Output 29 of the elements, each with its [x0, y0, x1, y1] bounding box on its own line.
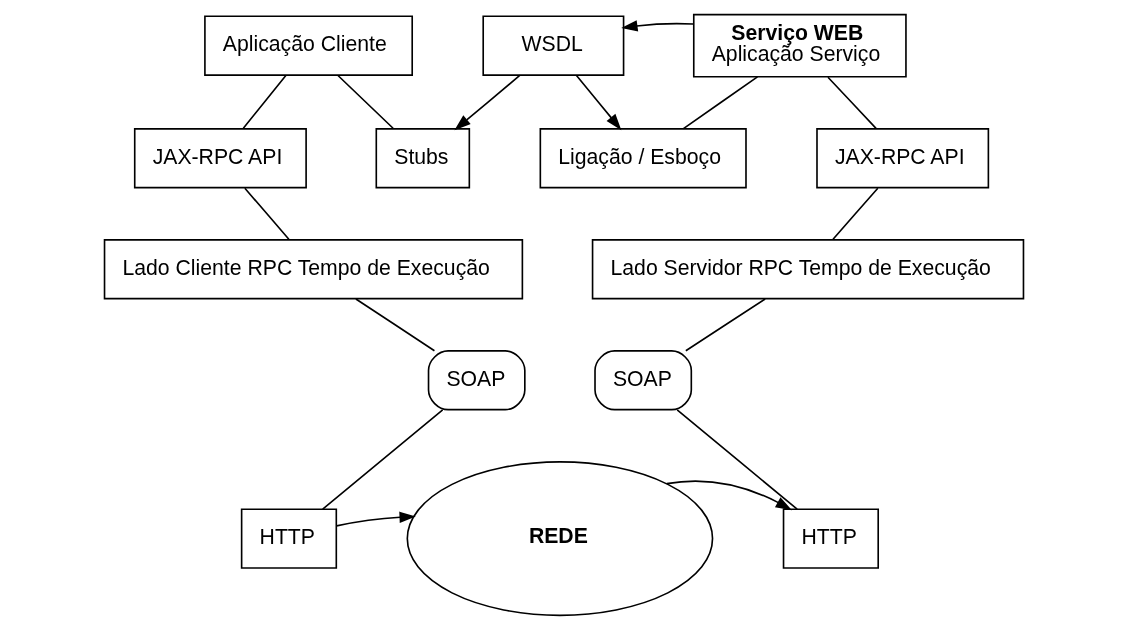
node-box: WSDL [482, 15, 625, 76]
node-box: Aplicação Cliente [204, 15, 413, 76]
node-box: Serviço WEB Aplicação Serviço [692, 13, 907, 78]
connector [242, 74, 287, 130]
node-box: SOAP [427, 350, 526, 411]
node-box: JAX-RPC API [816, 128, 990, 189]
arrow [454, 74, 521, 131]
connector [337, 74, 394, 130]
connector [832, 187, 879, 240]
node-box: Stubs [375, 128, 471, 189]
arrow [666, 480, 792, 511]
connector [355, 298, 436, 352]
node-box: Lado Cliente RPC Tempo de Execução [103, 239, 524, 300]
connector [244, 187, 290, 240]
arrow [335, 511, 416, 527]
arrow [575, 74, 622, 131]
connector [321, 409, 444, 510]
node-box: Lado Servidor RPC Tempo de Execução [591, 239, 1025, 300]
connector [685, 298, 766, 352]
node-box: JAX-RPC API [133, 128, 307, 189]
node-box: HTTP [240, 508, 338, 569]
arrow [621, 20, 694, 32]
connector [682, 76, 759, 130]
connector [827, 76, 877, 130]
connector [676, 409, 798, 510]
node-ellipse: REDE [406, 461, 714, 617]
node-box: HTTP [782, 508, 879, 569]
node-box: Ligação / Esboço [539, 128, 747, 189]
node-box: SOAP [594, 350, 693, 411]
